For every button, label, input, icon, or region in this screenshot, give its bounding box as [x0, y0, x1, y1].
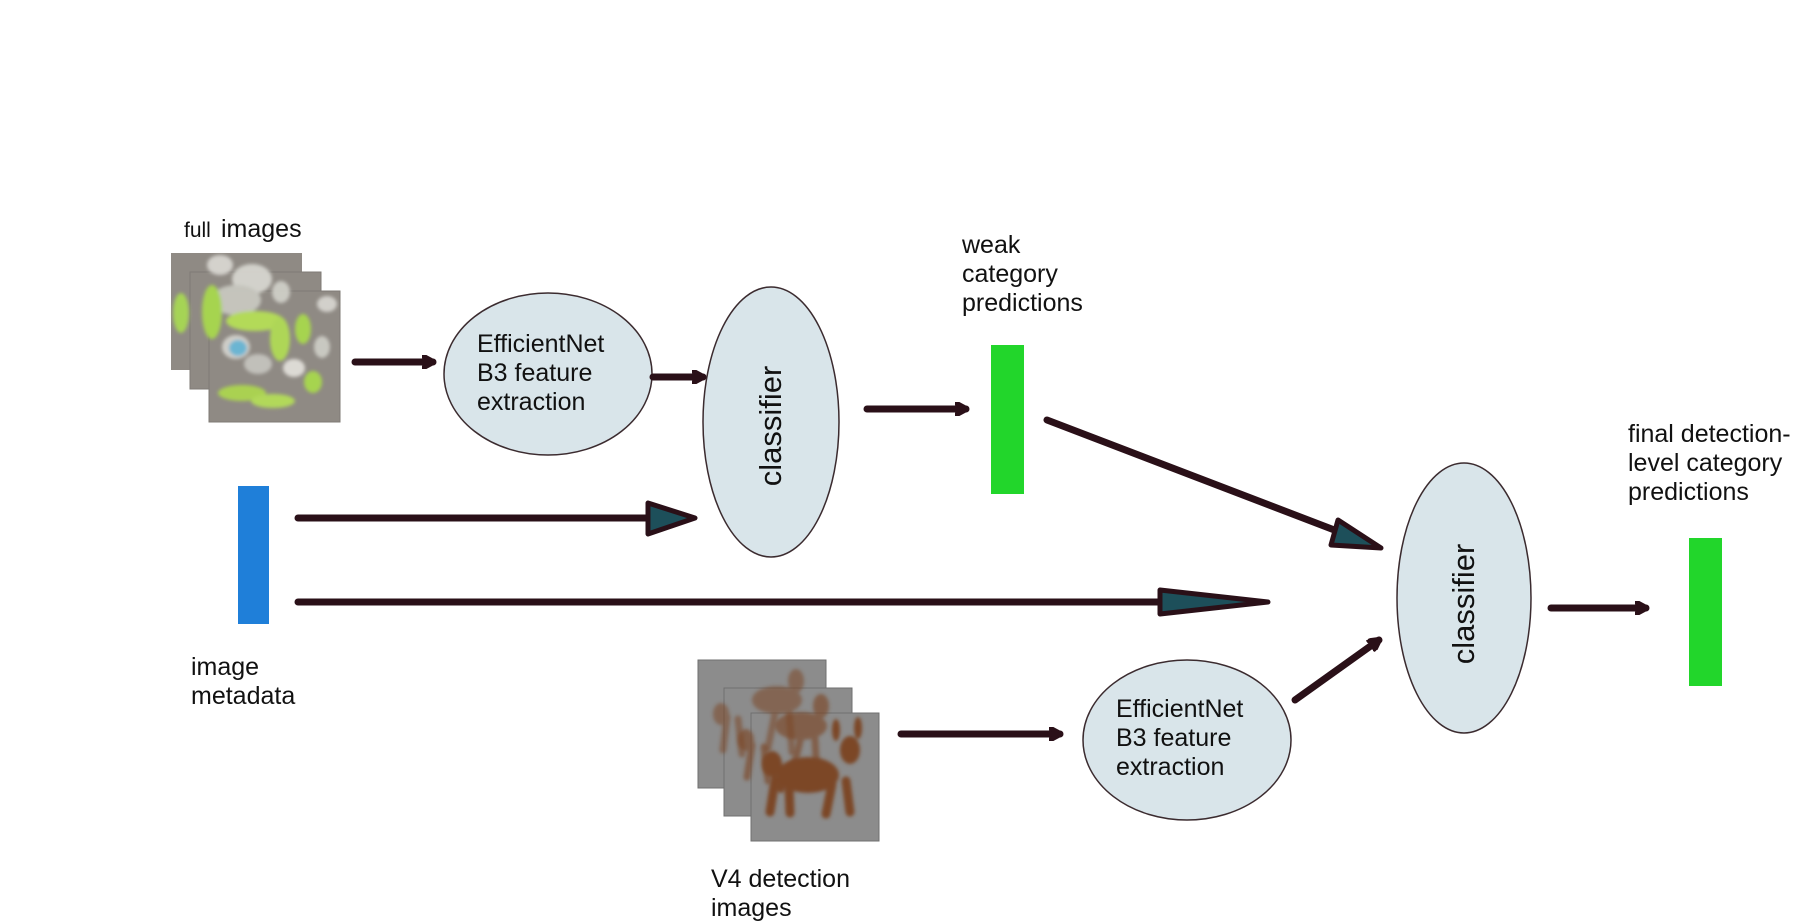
- final-category-prediction-bar: [1689, 538, 1722, 686]
- weak-label-line-3: predictions: [962, 289, 1083, 317]
- bottom-feature-extractor-line-3: extraction: [1116, 753, 1224, 781]
- full-images-small-label: full: [184, 219, 211, 242]
- bottom-feature-extractor-line-1: EfficientNet: [1116, 695, 1243, 723]
- final-label-line-3: predictions: [1628, 478, 1749, 506]
- top-classifier-label: classifier: [753, 366, 788, 487]
- final-label-line-1: final detection-: [1628, 420, 1791, 448]
- arrow-weak-predictions-to-bottom-classifier-line: [1043, 416, 1354, 540]
- stacked-detection-images-icon: [697, 659, 880, 842]
- top-classifier: classifier: [702, 286, 840, 558]
- v4-detection-label-line-2: images: [711, 894, 792, 922]
- flow-arrows: [294, 362, 1650, 734]
- top-feature-extractor: EfficientNet B3 feature extraction: [443, 292, 653, 456]
- image-metadata-bar: [238, 486, 269, 624]
- arrow-weak-predictions-to-bottom-classifier-head: [1328, 517, 1384, 551]
- top-feature-extractor-line-3: extraction: [477, 388, 585, 416]
- top-feature-extractor-line-2: B3 feature: [477, 359, 592, 387]
- bottom-feature-extractor: EfficientNet B3 feature extraction: [1082, 659, 1292, 821]
- deer-silhouette-icon: [762, 717, 862, 819]
- arrow-metadata-to-bottom-classifier-head: [1157, 587, 1271, 617]
- weak-category-prediction-bar: [991, 345, 1024, 494]
- bottom-classifier-label: classifier: [1446, 544, 1481, 665]
- weak-label-line-2: category: [962, 260, 1058, 288]
- image-metadata-label-line-2: metadata: [191, 682, 295, 710]
- bottom-feature-extractor-line-2: B3 feature: [1116, 724, 1231, 752]
- v4-detection-label-line-1: V4 detection: [711, 865, 850, 893]
- arrow-bottom-feature-extractor-to-classifier: [1291, 636, 1383, 704]
- image-metadata-label-line-1: image: [191, 653, 259, 681]
- arrow-metadata-to-top-classifier-head: [645, 500, 698, 537]
- final-label-line-2: level category: [1628, 449, 1783, 477]
- stacked-full-images-icon: [171, 253, 341, 423]
- top-feature-extractor-line-1: EfficientNet: [477, 330, 604, 358]
- weak-label-line-1: weak: [961, 231, 1021, 259]
- bottom-classifier: classifier: [1396, 462, 1532, 734]
- full-images-main-label: images: [221, 215, 302, 243]
